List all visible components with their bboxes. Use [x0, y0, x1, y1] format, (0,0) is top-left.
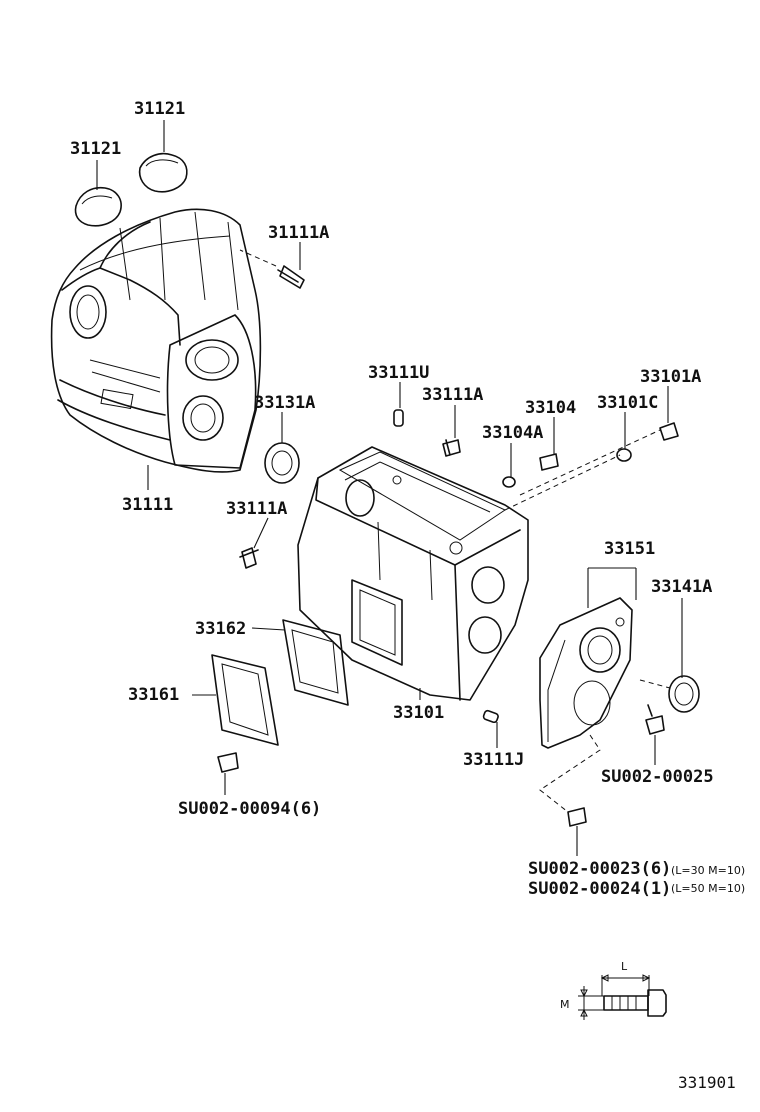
- label-33111J: 33111J: [463, 750, 524, 770]
- bolt-SU002-00094: [217, 752, 239, 773]
- label-SU002-00024: SU002-00024(1): [528, 879, 671, 899]
- bolt-dimension-legend: L M: [560, 960, 667, 1020]
- label-SU002-00025: SU002-00025: [601, 767, 714, 787]
- label-33111A-left: 33111A: [226, 499, 287, 519]
- cover-31121-left: [74, 186, 122, 227]
- label-33101: 33101: [393, 703, 444, 723]
- pin-33111U: [393, 409, 404, 427]
- figure-number: 331901: [678, 1073, 736, 1092]
- label-33101C: 33101C: [597, 393, 658, 413]
- legend-L-label: L: [621, 960, 628, 973]
- bolt-SU002-00023: [567, 807, 587, 827]
- label-SU002-00023: SU002-00023(6): [528, 859, 671, 879]
- legend-M-label: M: [560, 998, 570, 1011]
- bolt-33104: [539, 453, 559, 471]
- label-SU002-00094: SU002-00094(6): [178, 799, 321, 819]
- bolt-31111A: [277, 265, 305, 289]
- label-33111A-mid: 33111A: [422, 385, 483, 405]
- bolt-33111A-left: [239, 547, 259, 569]
- label-31121-upper: 31121: [134, 99, 185, 119]
- plug-33101A: [659, 422, 679, 441]
- label-33104: 33104: [525, 398, 576, 418]
- transmission-case-drawing: [297, 446, 529, 701]
- washer-33104A: [502, 476, 516, 488]
- oil-seal-33141A: [668, 675, 700, 713]
- label-33162: 33162: [195, 619, 246, 639]
- cover-33161: [211, 654, 279, 746]
- label-31111A-top: 31111A: [268, 223, 329, 243]
- pin-33111J: [482, 709, 499, 724]
- dim-SU002-00023: (L=30 M=10): [671, 864, 745, 877]
- washer-33101C: [616, 448, 632, 462]
- label-33101A: 33101A: [640, 367, 701, 387]
- label-31121-lower: 31121: [70, 139, 121, 159]
- label-33161: 33161: [128, 685, 179, 705]
- label-33131A: 33131A: [254, 393, 315, 413]
- cover-31121-right: [138, 152, 188, 193]
- label-33141A: 33141A: [651, 577, 712, 597]
- clutch-housing-drawing: [50, 208, 262, 473]
- dim-SU002-00024: (L=50 M=10): [671, 882, 745, 895]
- gasket-33162: [282, 619, 349, 706]
- label-31111: 31111: [122, 495, 173, 515]
- rear-cover-drawing: [539, 597, 633, 749]
- oil-seal-33131A: [264, 442, 300, 484]
- bolt-33111A-top: [442, 439, 461, 457]
- bolt-SU002-00025: [645, 704, 665, 735]
- label-33151: 33151: [604, 539, 655, 559]
- label-33111U: 33111U: [368, 363, 429, 383]
- label-33104A: 33104A: [482, 423, 543, 443]
